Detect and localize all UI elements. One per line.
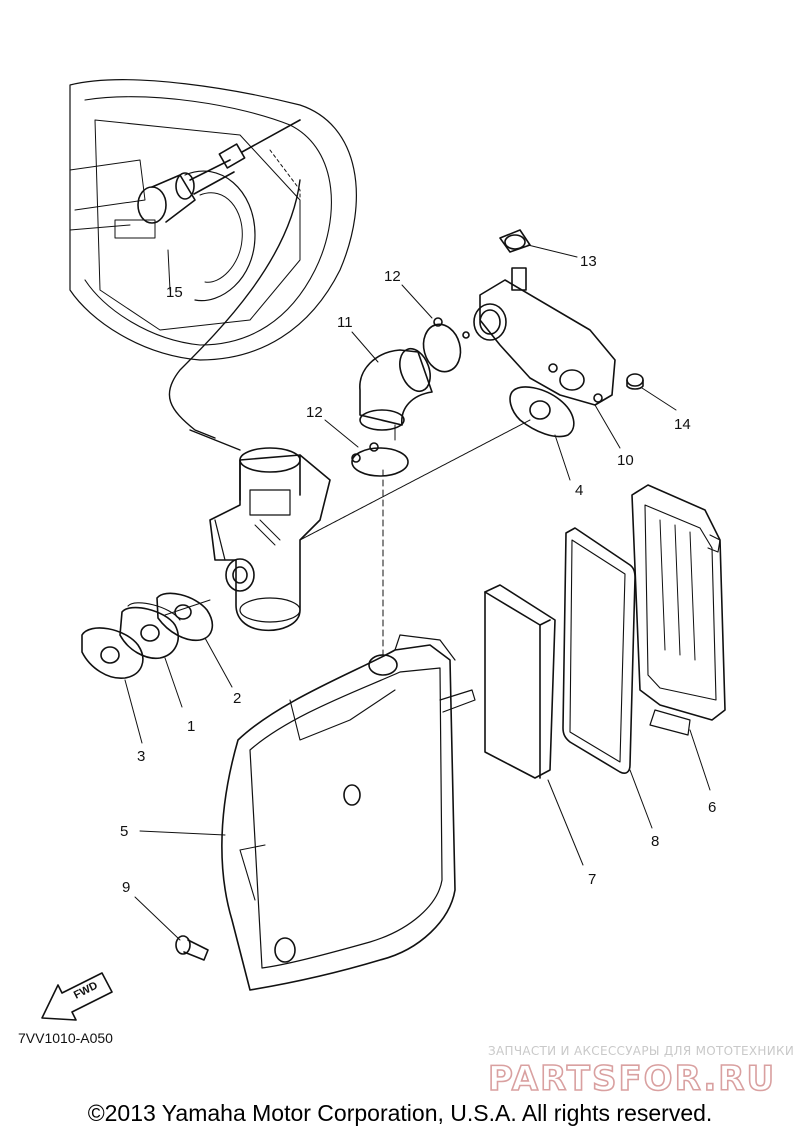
fwd-arrow-icon: FWD [41,972,113,1021]
diagram-code: 7VV1010-A050 [18,1030,113,1046]
seal-8 [562,527,636,774]
copyright-text: ©2013 Yamaha Motor Corporation, U.S.A. A… [87,1100,713,1126]
watermark-tagline: ЗАПЧАСТИ И АКСЕССУАРЫ ДЛЯ МОТОТЕХНИКИ [488,1044,795,1058]
choke-cable [168,179,301,439]
callout-15: 15 [166,284,183,301]
callout-10: 10 [617,452,634,469]
hose-clip-13 [499,229,531,253]
watermark-logo: PARTSFOR.RU [488,1059,776,1099]
callout-1: 1 [187,718,195,735]
carburetor [209,447,331,632]
callout-12b: 12 [306,404,323,421]
callout-9: 9 [122,879,130,896]
choke-knob-assembly [137,119,301,224]
gasket-3 [81,627,144,679]
engine-frame-drawing [69,79,357,361]
nut-14 [626,373,644,390]
gasket-2 [156,592,214,642]
hose-clamp-12a [422,317,470,373]
air-filter-element-7 [484,584,556,779]
callout-12a: 12 [384,268,401,285]
intake-elbow-11 [359,347,433,431]
callout-13: 13 [580,253,597,270]
screw-9 [175,935,209,961]
callout-7: 7 [588,871,596,888]
callout-14: 14 [674,416,691,433]
callout-8: 8 [651,833,659,850]
gasket-4 [509,386,575,438]
callout-2: 2 [233,690,241,707]
callout-6: 6 [708,799,716,816]
air-box-case-5 [221,634,476,991]
hose-clamp-12b [351,442,409,477]
cover-6 [631,484,726,736]
callout-5: 5 [120,823,128,840]
callout-3: 3 [137,748,145,765]
callout-4: 4 [575,482,583,499]
callout-11: 11 [337,314,353,331]
intake-manifold-10 [473,267,616,406]
